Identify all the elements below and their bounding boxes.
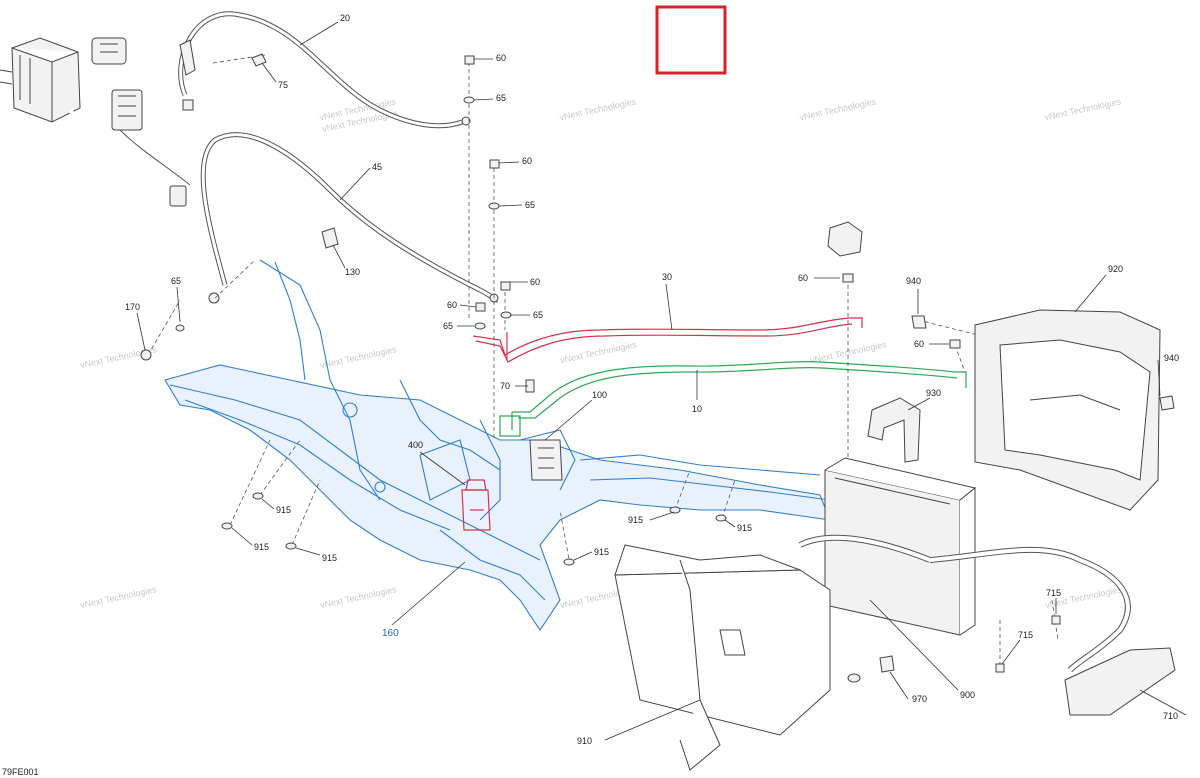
tail-harness — [798, 534, 1131, 673]
callout-60: 60 — [530, 277, 540, 287]
watermark: vNext Technologies — [319, 344, 398, 370]
callout-60: 60 — [914, 339, 924, 349]
watermark: vNext Technologies — [559, 339, 638, 365]
callout-100: 100 — [592, 390, 607, 400]
callout-710: 710 — [1163, 711, 1178, 721]
clip-130 — [321, 227, 339, 249]
highlight-box — [655, 5, 727, 75]
battery-cover-920 — [974, 309, 1161, 511]
cable-20 — [178, 11, 471, 129]
callout-20: 20 — [340, 13, 350, 23]
callout-160: 160 — [382, 628, 399, 639]
callout-400: 400 — [408, 440, 423, 450]
callout-60: 60 — [496, 53, 506, 63]
callout-915: 915 — [737, 523, 752, 533]
callout-65: 65 — [525, 200, 535, 210]
fastener-75 — [251, 53, 267, 67]
callout-715: 715 — [1046, 588, 1061, 598]
watermark: vNext Technologies — [1044, 96, 1123, 122]
callout-75: 75 — [278, 80, 288, 90]
main-harness — [68, 108, 277, 271]
callout-70: 70 — [500, 381, 510, 391]
callout-920: 920 — [1108, 264, 1123, 274]
callout-915: 915 — [594, 547, 609, 557]
solenoid-400 — [461, 479, 491, 531]
callout-940: 940 — [906, 276, 921, 286]
battery-box-910 — [614, 544, 831, 771]
alignment-lines — [147, 54, 1059, 668]
cable-45 — [200, 132, 499, 304]
callout-915: 915 — [276, 505, 291, 515]
battery-support-frame-160 — [164, 259, 831, 631]
tail-light-710 — [1064, 647, 1176, 716]
callout-910: 910 — [577, 736, 592, 746]
watermark: vNext Technologies — [809, 339, 888, 365]
fasteners — [140, 55, 1175, 683]
watermark: vNext Technologies — [799, 96, 878, 122]
callout-970: 970 — [912, 694, 927, 704]
callout-65: 65 — [496, 93, 506, 103]
diagram-code: 79FE001 — [2, 767, 39, 777]
callout-915: 915 — [322, 553, 337, 563]
callout-170: 170 — [125, 302, 140, 312]
callout-60: 60 — [798, 273, 808, 283]
connector-top — [827, 221, 863, 257]
relay-100 — [529, 439, 563, 481]
callout-65: 65 — [171, 276, 181, 286]
cable-30 — [472, 317, 863, 363]
watermark: vNext Technologies — [79, 584, 158, 610]
callout-60: 60 — [447, 300, 457, 310]
callout-30: 30 — [662, 272, 672, 282]
leader-lines — [136, 21, 1187, 741]
callout-940: 940 — [1164, 353, 1179, 363]
callout-900: 900 — [960, 690, 975, 700]
cable-10 — [499, 361, 967, 437]
watermark: vNext Technologies — [559, 96, 638, 122]
watermark: vNext Technologies — [319, 584, 398, 610]
callout-930: 930 — [926, 388, 941, 398]
callout-10: 10 — [692, 404, 702, 414]
relay-box — [0, 37, 143, 131]
callout-65: 65 — [443, 321, 453, 331]
callout-65: 65 — [533, 310, 543, 320]
callout-60: 60 — [522, 156, 532, 166]
battery-strap-930 — [867, 397, 921, 463]
callout-715: 715 — [1018, 630, 1033, 640]
callout-labels: 20 75 60 65 60 65 45 130 60 65 60 65 65 … — [2, 13, 1179, 777]
callout-45: 45 — [372, 162, 382, 172]
callout-915: 915 — [628, 515, 643, 525]
callout-130: 130 — [345, 267, 360, 277]
callout-915: 915 — [254, 542, 269, 552]
battery-900 — [824, 457, 977, 636]
